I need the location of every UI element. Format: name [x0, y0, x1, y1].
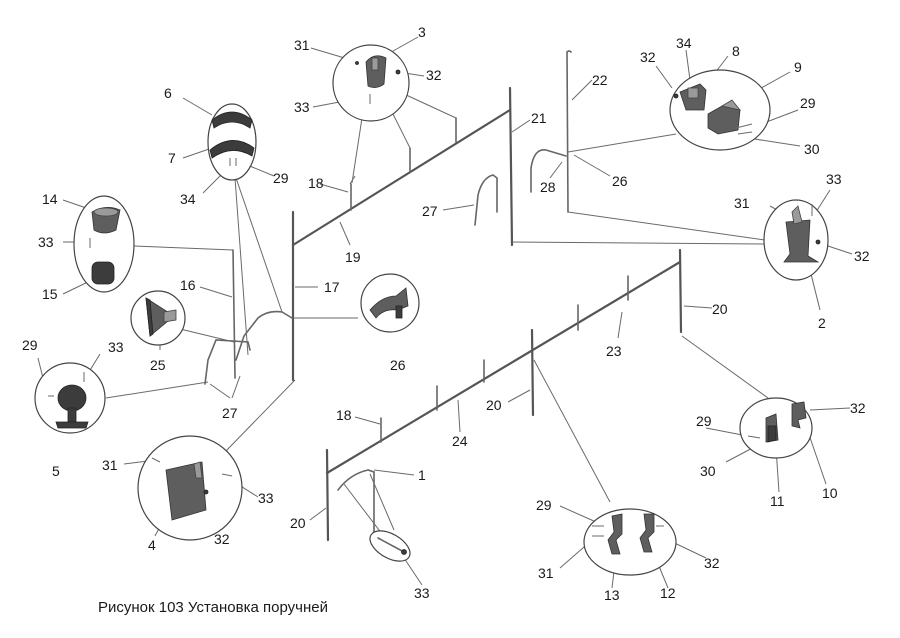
handrail-1 — [337, 469, 375, 537]
lower-handrail-24 — [325, 248, 683, 542]
label-17: 17 — [324, 279, 340, 295]
label-26: 26 — [612, 173, 628, 189]
label-13: 13 — [604, 587, 620, 603]
detail-circle-33-bottom — [369, 530, 411, 562]
label-31: 31 — [294, 37, 310, 53]
detail-circle-2 — [763, 199, 829, 281]
detail-circle-10-11 — [739, 397, 813, 459]
label-33: 33 — [826, 171, 842, 187]
label-34: 34 — [180, 191, 196, 207]
label-7: 7 — [168, 150, 176, 166]
label-20: 20 — [486, 397, 502, 413]
label-26: 26 — [390, 357, 406, 373]
detail-circle-4 — [137, 435, 243, 541]
label-15: 15 — [42, 286, 58, 302]
label-28: 28 — [540, 179, 556, 195]
label-33: 33 — [414, 585, 430, 601]
label-30: 30 — [804, 141, 820, 157]
label-32: 32 — [214, 531, 230, 547]
label-31: 31 — [102, 457, 118, 473]
label-33: 33 — [258, 490, 274, 506]
detail-circle-12-13 — [583, 508, 677, 576]
detail-circle-6-7 — [207, 103, 257, 181]
upper-handrail-19 — [291, 86, 514, 382]
detail-circle-26 — [360, 273, 420, 333]
label-5: 5 — [52, 463, 60, 479]
label-25: 25 — [150, 357, 166, 373]
label-24: 24 — [452, 433, 468, 449]
label-19: 19 — [345, 249, 361, 265]
handrail-27-center — [474, 174, 498, 226]
label-2: 2 — [818, 315, 826, 331]
label-3: 3 — [418, 24, 426, 40]
label-29: 29 — [800, 95, 816, 111]
label-18: 18 — [308, 175, 324, 191]
label-1: 1 — [418, 467, 426, 483]
leader-lines — [37, 36, 853, 589]
label-30: 30 — [700, 463, 716, 479]
label-29: 29 — [696, 413, 712, 429]
detail-circle-8-9 — [669, 69, 771, 151]
handrail-22 — [566, 50, 572, 213]
detail-circle-14-15 — [73, 195, 135, 293]
label-32: 32 — [426, 67, 442, 83]
label-20: 20 — [712, 301, 728, 317]
label-14: 14 — [42, 191, 58, 207]
label-11: 11 — [770, 493, 785, 509]
label-32: 32 — [854, 248, 870, 264]
detail-circle-5 — [34, 362, 106, 434]
label-27: 27 — [222, 405, 238, 421]
label-21: 21 — [531, 110, 547, 126]
label-32: 32 — [704, 555, 720, 571]
detail-circle-25 — [130, 290, 186, 346]
label-16: 16 — [180, 277, 196, 293]
label-33: 33 — [38, 234, 54, 250]
label-10: 10 — [822, 485, 838, 501]
label-32: 32 — [850, 400, 866, 416]
label-31: 31 — [538, 565, 554, 581]
detail-circle-3 — [332, 44, 410, 122]
label-33: 33 — [108, 339, 124, 355]
label-22: 22 — [592, 72, 608, 88]
label-29: 29 — [273, 170, 289, 186]
label-20: 20 — [290, 515, 306, 531]
label-33: 33 — [294, 99, 310, 115]
label-34: 34 — [676, 35, 692, 51]
label-31: 31 — [734, 195, 750, 211]
part-number-labels: 31 3 32 33 6 7 34 29 14 33 15 16 17 18 1… — [22, 24, 870, 603]
label-32: 32 — [640, 49, 656, 65]
label-27: 27 — [422, 203, 438, 219]
label-8: 8 — [732, 43, 740, 59]
label-29: 29 — [22, 337, 38, 353]
label-18: 18 — [336, 407, 352, 423]
label-23: 23 — [606, 343, 622, 359]
label-4: 4 — [148, 537, 156, 553]
label-6: 6 — [164, 85, 172, 101]
label-9: 9 — [794, 59, 802, 75]
label-29: 29 — [536, 497, 552, 513]
handrail-16-27 — [204, 249, 293, 385]
label-12: 12 — [660, 585, 676, 601]
handrail-28 — [530, 149, 567, 193]
figure-caption: Рисунок 103 Установка поручней — [98, 599, 328, 616]
